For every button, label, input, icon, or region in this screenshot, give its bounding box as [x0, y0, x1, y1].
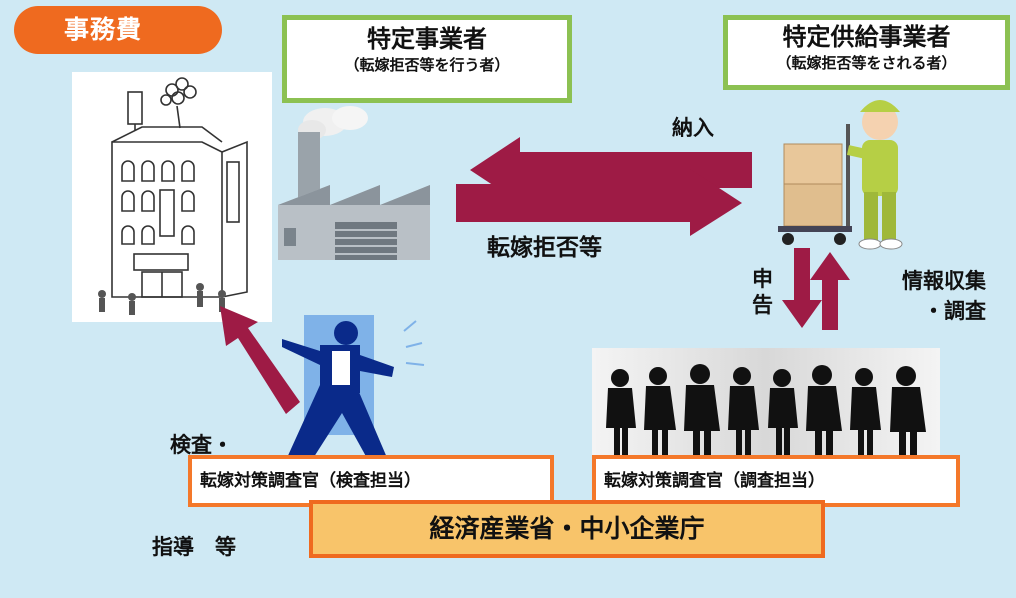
info-label: 情報収集 ・調査 — [858, 266, 986, 326]
report-label-line1: 申 — [752, 267, 773, 291]
department-store-illustration — [72, 72, 272, 322]
inspection-label-line2: 指導 等 — [152, 535, 236, 559]
delivery-worker-illustration — [778, 100, 903, 250]
report-label: 申 告 — [752, 266, 773, 318]
info-label-line2: ・調査 — [923, 299, 986, 323]
refusal-label: 転嫁拒否等 — [487, 235, 602, 261]
report-arrow — [782, 248, 822, 328]
inspector-figure — [282, 315, 425, 460]
refusal-arrow — [456, 169, 742, 236]
inspection-label: 検査・ 指導 等 — [152, 360, 236, 598]
inspection-officer-box: 転嫁対策調査官（検査担当） — [188, 455, 554, 507]
expense-category-badge: 事務費 — [14, 6, 222, 54]
specified-business-box: 特定事業者 （転嫁拒否等を行う者） — [282, 15, 572, 103]
info-arrow — [810, 252, 850, 330]
specified-business-subtitle: （転嫁拒否等を行う者） — [344, 56, 510, 74]
factory-illustration — [278, 106, 430, 260]
specified-supplier-box: 特定供給事業者 （転嫁拒否等をされる者） — [723, 15, 1010, 90]
ministry-box: 経済産業省・中小企業庁 — [309, 500, 825, 558]
specified-business-title: 特定事業者 — [367, 25, 487, 53]
inspection-arrow — [220, 306, 300, 414]
specified-supplier-title: 特定供給事業者 — [782, 23, 951, 51]
specified-supplier-subtitle: （転嫁拒否等をされる者） — [776, 54, 957, 72]
report-label-line2: 告 — [752, 293, 773, 317]
info-label-line1: 情報収集 — [902, 269, 986, 293]
investigation-officer-box: 転嫁対策調査官（調査担当） — [592, 455, 960, 507]
flow-arrows — [220, 137, 850, 414]
delivery-label: 納入 — [672, 116, 714, 140]
investigators-silhouette — [592, 348, 940, 458]
inspection-label-line1: 検査・ — [170, 433, 233, 457]
